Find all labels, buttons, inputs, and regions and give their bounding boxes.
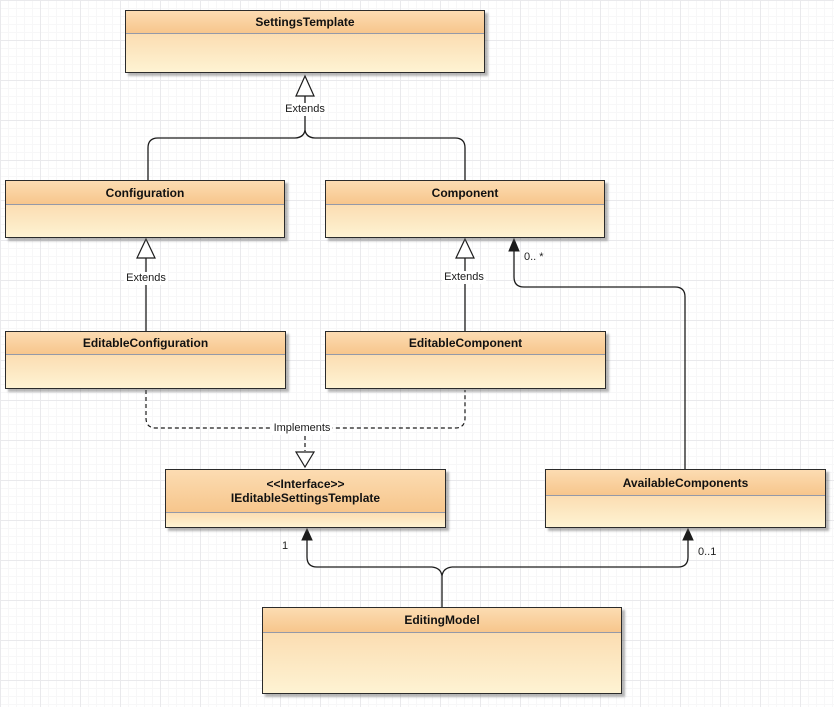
edge-label-extends-component: Extends bbox=[442, 271, 486, 284]
class-title-compartment: Configuration bbox=[6, 181, 284, 205]
association-arrow-icon bbox=[508, 237, 520, 252]
class-name: AvailableComponents bbox=[622, 475, 749, 490]
class-name: EditableComponent bbox=[408, 336, 523, 350]
class-configuration[interactable]: Configuration bbox=[5, 180, 285, 238]
multiplicity-availablecomponents-association: 0..1 bbox=[698, 546, 717, 558]
class-component[interactable]: Component bbox=[325, 180, 605, 238]
class-attributes-compartment bbox=[326, 355, 605, 388]
class-settings-template[interactable]: SettingsTemplate bbox=[125, 10, 485, 73]
class-attributes-compartment bbox=[166, 513, 445, 527]
class-attributes-compartment bbox=[546, 496, 825, 527]
association-arrow-icon bbox=[682, 527, 694, 541]
class-attributes-compartment bbox=[6, 355, 285, 388]
edge-label-extends-configuration: Extends bbox=[124, 272, 168, 285]
class-editable-configuration[interactable]: EditableConfiguration bbox=[5, 331, 286, 389]
class-ieditable-settings-template[interactable]: <<Interface>> IEditableSettingsTemplate bbox=[165, 469, 446, 528]
association-arrow-icon bbox=[301, 527, 313, 541]
edge-extends-component[interactable] bbox=[455, 237, 475, 331]
multiplicity-component-association: 0.. * bbox=[524, 251, 544, 263]
edge-extends-configuration[interactable] bbox=[136, 237, 156, 331]
class-editable-component[interactable]: EditableComponent bbox=[325, 331, 606, 389]
generalization-arrow-icon bbox=[136, 237, 156, 259]
edge-editingmodel-associations[interactable] bbox=[301, 527, 694, 607]
realization-arrow-icon bbox=[294, 451, 316, 469]
class-title-compartment: AvailableComponents bbox=[546, 470, 825, 496]
edge-label-extends-settings-template: Extends bbox=[283, 103, 327, 116]
class-attributes-compartment bbox=[263, 633, 621, 693]
class-stereotype: <<Interface>> bbox=[266, 477, 345, 491]
class-attributes-compartment bbox=[126, 34, 484, 72]
class-attributes-compartment bbox=[326, 205, 604, 237]
edge-label-implements: Implements bbox=[271, 422, 333, 435]
class-title-compartment: EditableComponent bbox=[326, 332, 605, 355]
class-editing-model[interactable]: EditingModel bbox=[262, 607, 622, 694]
class-attributes-compartment bbox=[6, 205, 284, 237]
class-name: IEditableSettingsTemplate bbox=[230, 491, 381, 505]
class-name: Component bbox=[431, 185, 499, 200]
class-name: EditableConfiguration bbox=[82, 336, 209, 350]
class-title-compartment: EditableConfiguration bbox=[6, 332, 285, 355]
class-title-compartment: Component bbox=[326, 181, 604, 205]
class-title-compartment: <<Interface>> IEditableSettingsTemplate bbox=[166, 470, 445, 513]
class-available-components[interactable]: AvailableComponents bbox=[545, 469, 826, 528]
class-name: EditingModel bbox=[404, 613, 480, 627]
generalization-arrow-icon bbox=[295, 74, 315, 97]
class-name: SettingsTemplate bbox=[255, 15, 355, 29]
class-title-compartment: EditingModel bbox=[263, 608, 621, 633]
edge-extends-settings-template[interactable] bbox=[147, 74, 466, 180]
class-title-compartment: SettingsTemplate bbox=[126, 11, 484, 34]
multiplicity-interface-association: 1 bbox=[282, 540, 289, 552]
class-name: Configuration bbox=[105, 185, 185, 200]
generalization-arrow-icon bbox=[455, 237, 475, 259]
